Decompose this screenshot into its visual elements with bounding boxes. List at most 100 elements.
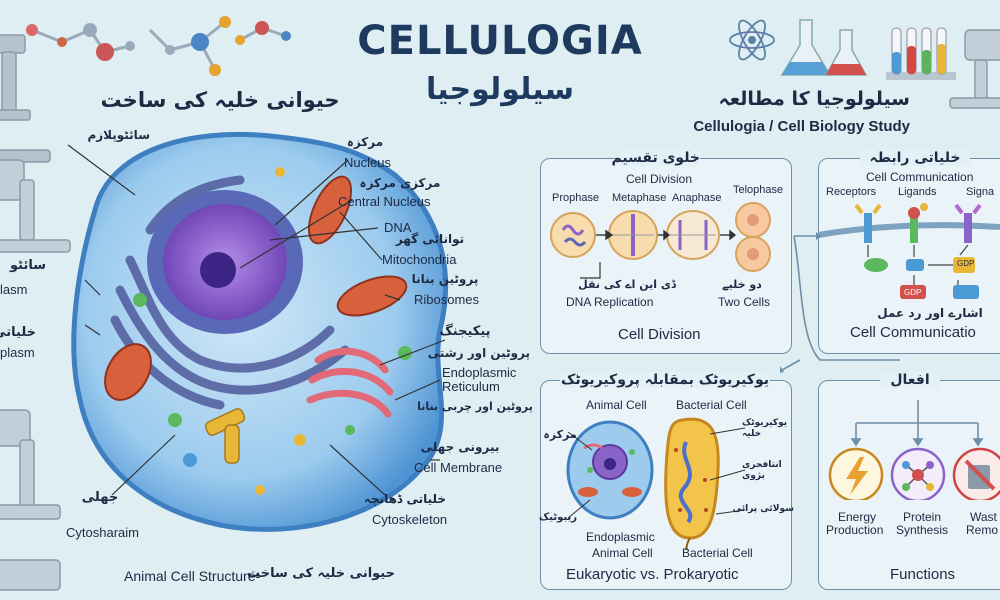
animal-cell-diagram	[67, 131, 449, 532]
central-nucleus-label: Central Nucleus	[338, 194, 431, 209]
comparison-er-label: Endoplasmic	[586, 530, 655, 544]
test-tubes-icon	[886, 27, 956, 80]
function-energy-line1: Energy	[838, 510, 877, 524]
er-label-urdu-1: پروٹین اور رشتی	[427, 346, 530, 360]
connector-arrows	[780, 232, 900, 373]
comparison-animal-cell-label-2: Animal Cell	[592, 546, 653, 560]
gdp-label-1: GDP	[957, 259, 975, 268]
side-label-en-1: lasm	[0, 282, 28, 297]
comparison-dna-label-urdu: انتافحری بژوی	[742, 460, 782, 481]
comparison-nucleus-label-urdu: مرکزہ	[543, 428, 577, 441]
mitochondria	[104, 175, 408, 401]
signals-response-label-urdu: اشارے اور رد عمل	[877, 306, 983, 320]
microscope-icon-2	[0, 159, 71, 253]
two-cells-label-urdu: دو خلیے	[722, 278, 762, 291]
dna-replication-label: DNA Replication	[566, 295, 654, 309]
membrane-label-urdu-2: جھلی	[81, 490, 119, 505]
phase-arrows	[596, 229, 737, 241]
two-cells-label: Two Cells	[718, 295, 771, 309]
comparison-title-urdu: یوکیریوٹک بمقابلہ پروکیریوٹک	[560, 372, 770, 388]
dna-label: DNA	[384, 220, 412, 235]
gdp-label-2: GDP	[904, 288, 922, 297]
mitochondria-label-urdu: توانائی گھر	[395, 232, 465, 246]
nucleolus	[200, 252, 236, 288]
comparison-euk-label-urdu: یوکیریوٹک خلیہ	[742, 418, 788, 439]
telophase-cell	[735, 202, 771, 272]
cytoskeleton-label-urdu: خلیاتی ڈھانچہ	[363, 492, 447, 506]
energy-production-icon	[828, 447, 884, 500]
atom-icon	[729, 19, 775, 61]
side-label-en-2: plasm	[0, 345, 35, 360]
protein-synthesis-icon	[890, 447, 946, 500]
cell-communication-footer: Cell Communicatio	[850, 324, 976, 341]
function-energy-line2: Production	[826, 523, 884, 537]
golgi-label-urdu: پیکیجنگ	[439, 324, 491, 339]
microscope-icon-3	[0, 409, 61, 591]
signal-icon	[954, 203, 982, 243]
receptor-icon	[854, 203, 882, 243]
comparison-pili-label-urdu: سولائی پرائی	[732, 504, 794, 514]
function-protein-line1: Protein	[903, 510, 942, 524]
er-label: Endoplasmic Reticulum	[442, 365, 517, 394]
dna-replication-label-urdu: ڈی این اے کی نقل	[578, 278, 676, 291]
cell-division-footer: Cell Division	[618, 326, 701, 343]
animal-cell-label: Animal Cell	[586, 398, 647, 412]
bacterial-cell-label: Bacterial Cell	[676, 398, 747, 412]
centriole	[204, 408, 246, 464]
ribosomes-label: Ribosomes	[414, 292, 480, 307]
comparison-footer: Eukaryotic vs. Prokaryotic	[566, 566, 739, 583]
ribosomes-label-urdu: پروٹین بنانا	[411, 272, 479, 286]
nucleus-label: Nucleus	[344, 155, 391, 170]
function-waste-line1: Wast	[970, 510, 997, 524]
microscope-icon-right	[949, 29, 1000, 109]
phase-label-telophase: Telophase	[733, 184, 784, 196]
signals-label: Signa	[966, 186, 995, 198]
leader-lines	[67, 144, 446, 496]
phase-label-metaphase: Metaphase	[612, 192, 667, 204]
nucleus-label-urdu: مرکزہ	[346, 135, 384, 149]
flask-icon	[780, 19, 868, 76]
animal-cell-heading-urdu: حیوانی خلیہ کی ساخت	[100, 88, 340, 112]
page-title-urdu: سیلولوجیا	[425, 72, 574, 107]
side-label-urdu-1: سائٹو	[9, 258, 46, 273]
ligand-icon	[908, 203, 928, 243]
er-label-urdu-2: پروٹین اور چربی بنانا	[417, 400, 533, 413]
cell-communication-diagram	[818, 203, 1000, 299]
membrane-label-urdu: بیرونی جھلی	[420, 440, 500, 454]
functions-title-urdu: افعال	[880, 372, 940, 388]
cell-division-title: Cell Division	[626, 172, 693, 186]
membrane-label: Cell Membrane	[414, 460, 503, 475]
receptors-label: Receptors	[826, 186, 877, 198]
subtitle-urdu: سیلولوجیا کا مطالعہ	[718, 88, 910, 110]
metaphase-cell	[608, 210, 658, 260]
ligands-label: Ligands	[898, 186, 937, 198]
animal-cell-footer-urdu: حیوانی خلیہ کی ساخت	[246, 566, 395, 581]
anaphase-cell	[666, 210, 720, 260]
functions-diagram	[828, 400, 1000, 500]
page-title: CELLULOGIA	[357, 18, 643, 64]
phase-label-prophase: Prophase	[552, 192, 600, 204]
cell-communication-title: Cell Communication	[866, 170, 974, 184]
cell-division-diagram	[550, 202, 771, 279]
side-label-urdu-2: خلیاتی	[0, 325, 36, 340]
functions-footer: Functions	[890, 566, 956, 583]
waste-removal-icon	[952, 447, 1000, 500]
phase-label-anaphase: Anaphase	[672, 192, 722, 204]
cytosharaim-label: Cytosharaim	[66, 525, 139, 540]
cell-communication-panel	[818, 158, 1000, 354]
function-waste-line2: Remo	[966, 523, 999, 537]
subtitle-english: Cellulogia / Cell Biology Study	[693, 118, 910, 135]
cytoskeleton-label: Cytoskeleton	[372, 512, 448, 527]
function-protein-line2: Synthesis	[896, 523, 949, 537]
comparison-ribo-label-urdu: ریبوٹیک	[539, 512, 577, 523]
prophase-cell	[550, 212, 596, 258]
cytoplasm-label-urdu: سائٹوپلازم	[87, 128, 150, 142]
cell-communication-title-urdu: خلیاتی رابطہ	[860, 150, 970, 166]
animal-cell-footer: Animal Cell Structure-	[124, 568, 261, 584]
prokaryotic-cell	[664, 417, 720, 550]
cell-division-title-urdu: خلوی تقسیم	[611, 150, 700, 166]
comparison-bacterial-cell-label-2: Bacterial Cell	[682, 546, 753, 560]
central-nucleus-label-urdu: مرکزی مرکزہ	[359, 176, 441, 190]
mitochondria-label: Mitochondria	[382, 252, 457, 267]
